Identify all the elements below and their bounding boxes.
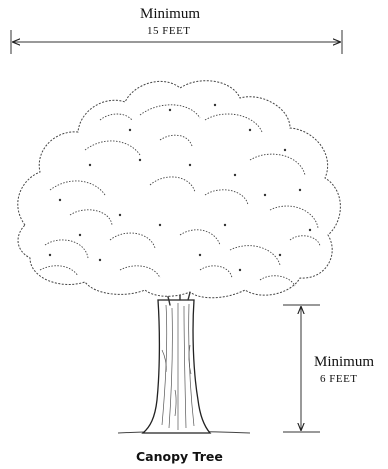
tree-canopy (18, 81, 341, 298)
height-dimension-value: 6 FEET (320, 373, 358, 385)
tree-trunk (143, 300, 210, 433)
width-dimension-value: 15 FEET (147, 25, 191, 37)
width-dimension-title: Minimum (140, 6, 200, 23)
diagram-caption: Canopy Tree (136, 449, 223, 464)
height-dimension-title: Minimum (314, 354, 374, 371)
